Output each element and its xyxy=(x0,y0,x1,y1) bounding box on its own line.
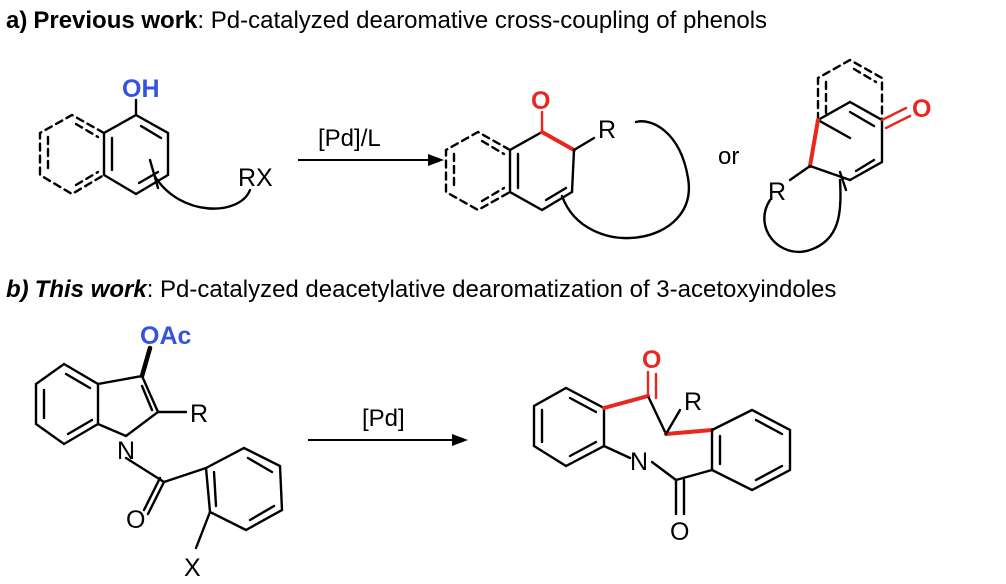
product-b-r-label: R xyxy=(684,388,702,416)
p2-r-label: R xyxy=(768,178,786,206)
oac-label: OAc xyxy=(140,322,192,350)
product-b-n-label: N xyxy=(630,448,648,476)
rx-label: RX xyxy=(238,164,273,192)
sub-b-x-label: X xyxy=(184,554,201,579)
section-b-heading: b)This work: Pd-catalyzed deacetylative … xyxy=(6,276,836,303)
p2-carbonyl-o: O xyxy=(912,95,931,123)
sub-b-carbonyl-o: O xyxy=(126,506,145,534)
product-b-amide-o: O xyxy=(670,518,689,546)
p1-carbonyl-o: O xyxy=(531,87,550,115)
product-a-naphthalenone-ortho xyxy=(444,110,691,240)
section-b-tag: b) xyxy=(6,276,29,303)
reaction-arrow-b xyxy=(308,434,468,446)
reaction-arrow-a xyxy=(298,154,444,166)
or-label: or xyxy=(718,143,739,170)
product-b-indolinone xyxy=(532,370,792,516)
section-a-title: Previous work xyxy=(33,7,198,34)
section-b-title: This work xyxy=(35,276,149,303)
substrate-a-naphthol xyxy=(38,98,252,210)
hydroxyl-label: OH xyxy=(122,75,160,103)
sub-b-n-label: N xyxy=(117,437,135,465)
p1-r-label: R xyxy=(598,116,616,144)
section-a-tag: a) xyxy=(6,7,27,34)
arrow-b-label: [Pd] xyxy=(362,405,405,432)
product-b-ketone-o: O xyxy=(642,346,661,374)
arrow-a-label: [Pd]/L xyxy=(318,125,381,152)
section-a-heading: a)Previous work: Pd-catalyzed dearomativ… xyxy=(6,7,767,34)
section-b-description: : Pd-catalyzed deacetylative dearomatiza… xyxy=(147,276,837,303)
substrate-b-acetoxyindole xyxy=(34,345,284,550)
section-a-description: : Pd-catalyzed dearomative cross-couplin… xyxy=(197,7,767,34)
product-a-naphthalenone-para xyxy=(763,58,912,253)
sub-b-r-label: R xyxy=(190,400,208,428)
